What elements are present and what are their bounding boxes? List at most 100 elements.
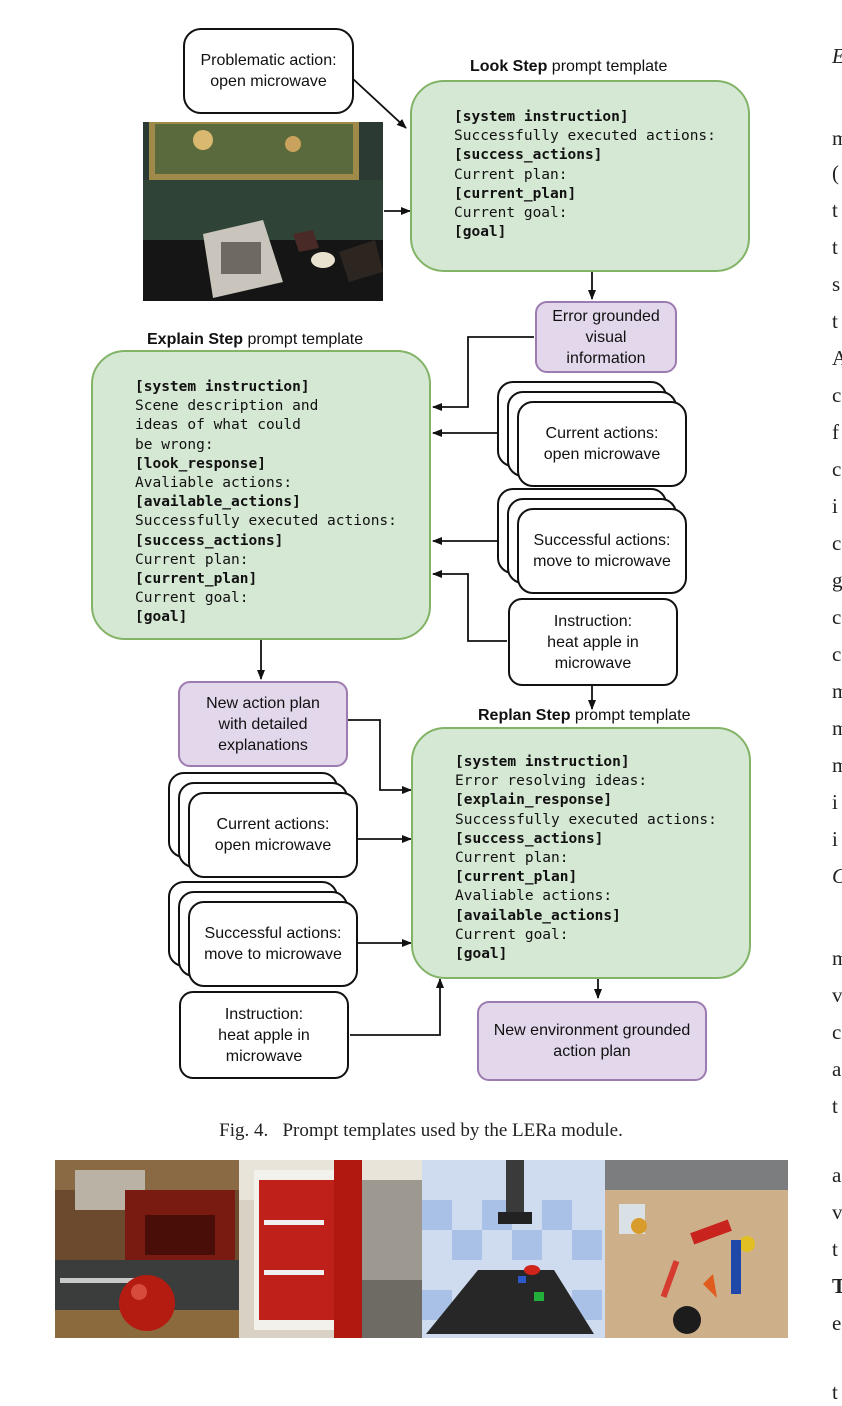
cropped-text-fragment: m: [832, 716, 842, 740]
template-line: [explain_response]: [455, 792, 613, 809]
template-line: [system instruction]: [454, 109, 629, 125]
cropped-text-fragment: c: [832, 605, 842, 629]
current-actions-card-1: Current actions: open microwave: [517, 401, 687, 487]
new-environment-plan-box: New environment grounded action plan: [477, 1001, 707, 1081]
cropped-text-fragment: m: [832, 679, 842, 703]
cropped-text-fragment: t: [832, 1380, 838, 1404]
current-actions-card-2: Current actions: open microwave: [188, 792, 358, 878]
cropped-text-fragment: f: [832, 420, 839, 444]
instruction-box-1: Instruction: heat apple in microwave: [508, 598, 678, 686]
cropped-text-fragment: a: [832, 1057, 842, 1081]
fridge-scene-illustration: [239, 1160, 422, 1338]
microwave-scene-image: [143, 122, 383, 301]
replan-step-template: [system instruction] Error resolving idea…: [411, 727, 751, 979]
template-line: [success_actions]: [135, 532, 284, 549]
template-line: [current_plan]: [454, 185, 577, 202]
template-line: [current_plan]: [135, 571, 258, 588]
cropped-text-fragment: v: [832, 983, 842, 1007]
figure-caption: Fig. 4. Prompt templates used by the LER…: [219, 1120, 623, 1141]
fridge-image: [239, 1160, 422, 1338]
template-line: Successfully executed actions:: [135, 513, 397, 530]
template-line: Avaliable actions:: [455, 888, 613, 905]
successful-actions-label-1: Successful actions: move to microwave: [533, 532, 671, 570]
template-line: Current goal:: [135, 590, 249, 607]
template-line: Scene description and: [135, 398, 319, 415]
template-line: [available_actions]: [135, 494, 301, 511]
error-grounded-label: Error grounded visual information: [552, 307, 660, 367]
explain-step-title-rest: prompt template: [243, 331, 364, 348]
real-scene-illustration: [605, 1160, 788, 1338]
problematic-action-box: Problematic action: open microwave: [183, 28, 354, 114]
cropped-text-fragment: T: [832, 1274, 842, 1298]
kitchen-tomato-image: [55, 1160, 239, 1338]
cropped-text-fragment: t: [832, 235, 838, 259]
cropped-text-fragment: g: [832, 568, 842, 592]
cropped-text-fragment: a: [832, 1163, 842, 1187]
cropped-text-fragment: m: [832, 126, 842, 150]
cropped-text-fragment: c: [832, 457, 842, 481]
cropped-text-fragment: i: [832, 790, 838, 814]
replan-step-title: Replan Step prompt template: [478, 707, 691, 725]
instruction-label-2: Instruction: heat apple in microwave: [218, 1005, 310, 1065]
cropped-text-fragment: c: [832, 642, 842, 666]
robot-table-sim-image: [422, 1160, 605, 1338]
cropped-text-fragment: i: [832, 494, 838, 518]
look-step-title-rest: prompt template: [547, 58, 668, 75]
template-line: Successfully executed actions:: [454, 128, 716, 145]
successful-actions-card-1: Successful actions: move to microwave: [517, 508, 687, 594]
error-grounded-visual-info: Error grounded visual information: [535, 301, 677, 373]
template-line: [success_actions]: [455, 830, 604, 847]
new-action-plan-label: New action plan with detailed explanatio…: [206, 694, 320, 754]
explain-step-template: [system instruction]Scene description an…: [91, 350, 431, 640]
current-actions-label-2: Current actions: open microwave: [214, 816, 332, 854]
cropped-text-fragment: c: [832, 1020, 842, 1044]
template-line: Avaliable actions:: [135, 475, 293, 492]
cropped-text-fragment: i: [832, 827, 838, 851]
real-robot-image: [605, 1160, 788, 1338]
template-line: [system instruction]: [455, 754, 630, 770]
replan-step-title-bold: Replan Step: [478, 707, 571, 724]
look-step-template: [system instruction] Successfully execute…: [410, 80, 750, 272]
cropped-text-fragment: t: [832, 1094, 838, 1118]
template-line: Current plan:: [135, 551, 249, 568]
cropped-text-fragment: t: [832, 309, 838, 333]
problematic-action-label: Problematic action: open microwave: [200, 52, 337, 90]
successful-actions-card-2: Successful actions: move to microwave: [188, 901, 358, 987]
cropped-text-fragment: c: [832, 531, 842, 555]
cropped-text-fragment: m: [832, 753, 842, 777]
replan-step-title-rest: prompt template: [570, 707, 691, 724]
explain-step-title: Explain Step prompt template: [147, 331, 363, 349]
cropped-text-fragment: E: [832, 44, 842, 68]
template-line: Error resolving ideas:: [455, 773, 648, 790]
template-line: [current_plan]: [455, 869, 578, 886]
explain-step-title-bold: Explain Step: [147, 331, 244, 348]
cropped-text-fragment: s: [832, 272, 841, 296]
look-step-title: Look Step prompt template: [470, 58, 667, 76]
template-line: ideas of what could: [135, 417, 301, 434]
new-environment-plan-label: New environment grounded action plan: [493, 1022, 691, 1060]
cropped-text-fragment: t: [832, 198, 838, 222]
template-line: be wrong:: [135, 436, 214, 453]
cropped-text-fragment: c: [832, 383, 842, 407]
scene-illustration: [143, 122, 383, 301]
sim-scene-illustration: [422, 1160, 605, 1338]
new-action-plan-box: New action plan with detailed explanatio…: [178, 681, 348, 767]
cropped-text-fragment: m: [832, 946, 842, 970]
instruction-label-1: Instruction: heat apple in microwave: [547, 612, 639, 672]
kitchen-scene-illustration: [55, 1160, 239, 1338]
template-line: [goal]: [455, 946, 508, 963]
instruction-box-2: Instruction: heat apple in microwave: [179, 991, 349, 1079]
cropped-text-fragment: (: [832, 161, 839, 185]
cropped-text-fragment: A: [832, 346, 842, 370]
template-line: Current goal:: [455, 926, 569, 943]
look-step-title-bold: Look Step: [470, 58, 548, 75]
template-line: [goal]: [454, 224, 507, 241]
template-line: [goal]: [135, 609, 188, 626]
current-actions-label-1: Current actions: open microwave: [543, 425, 661, 463]
template-line: [available_actions]: [455, 907, 621, 924]
template-line: Current plan:: [454, 166, 568, 183]
template-line: [look_response]: [135, 455, 266, 472]
cropped-text-fragment: e: [832, 1311, 842, 1335]
template-line: Current plan:: [455, 850, 569, 867]
cropped-text-fragment: C: [832, 864, 842, 888]
